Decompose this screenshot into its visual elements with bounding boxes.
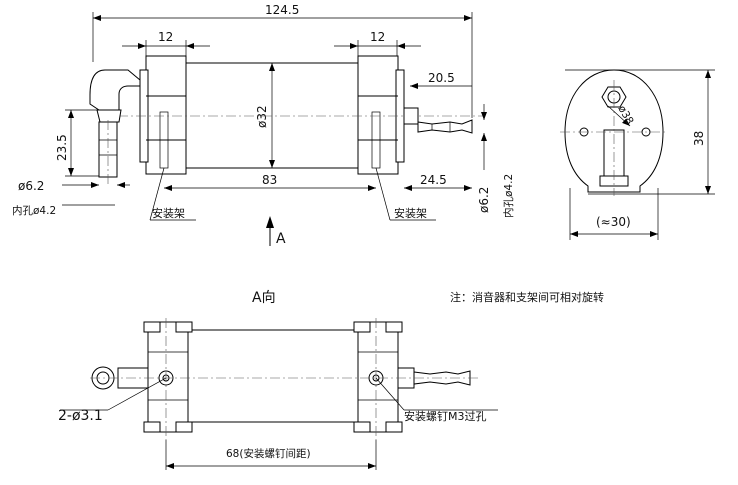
dim-overall-length: 124.5 xyxy=(265,3,299,17)
dim-right-offset: 20.5 xyxy=(428,71,455,85)
dim-hole-spacing: 68(安装螺钉间距) xyxy=(226,447,311,460)
dim-length-83: 83 xyxy=(262,173,277,187)
dim-left-height: 23.5 xyxy=(55,134,69,161)
view-title: A向 xyxy=(252,290,276,306)
view-arrow-label: A xyxy=(276,231,286,247)
dim-right-pipe-od: ø6.2 xyxy=(477,187,491,213)
dim-left-pipe-id: 内孔ø4.2 xyxy=(12,204,56,217)
left-elbow xyxy=(89,69,141,111)
dim-right-length: 24.5 xyxy=(420,173,447,187)
right-pipe xyxy=(417,119,473,134)
label-bracket-left: 安装架 xyxy=(152,206,185,220)
dim-body-diameter: ø32 xyxy=(255,105,269,128)
label-screw-hole: 安装螺钉M3过孔 xyxy=(404,409,487,423)
left-pipe xyxy=(98,121,118,178)
a-view-body xyxy=(187,329,359,423)
dim-bracket-left: 12 xyxy=(158,30,173,44)
left-bracket xyxy=(145,55,187,175)
dim-bracket-right: 12 xyxy=(370,30,385,44)
dim-end-height: 38 xyxy=(692,131,706,146)
dim-right-pipe-id: 内孔ø4.2 xyxy=(502,174,515,218)
dim-left-pipe-od: ø6.2 xyxy=(18,179,44,193)
dim-hole-label: 2-ø3.1 xyxy=(58,408,103,424)
side-view: 124.5 12 12 20.5 ø32 xyxy=(12,3,515,247)
label-bracket-right: 安装架 xyxy=(394,206,427,220)
a-view-right-bracket xyxy=(357,321,399,433)
end-view: 38 ø38 (≈30) xyxy=(560,69,715,240)
a-view-left-bracket xyxy=(147,321,189,433)
a-view: 2-ø3.1 安装螺钉M3过孔 68(安装螺钉间距) xyxy=(58,318,498,470)
note-text: 注：消音器和支架间可相对旋转 xyxy=(450,290,604,304)
right-bracket xyxy=(357,55,399,175)
dim-end-width: (≈30) xyxy=(596,215,631,229)
